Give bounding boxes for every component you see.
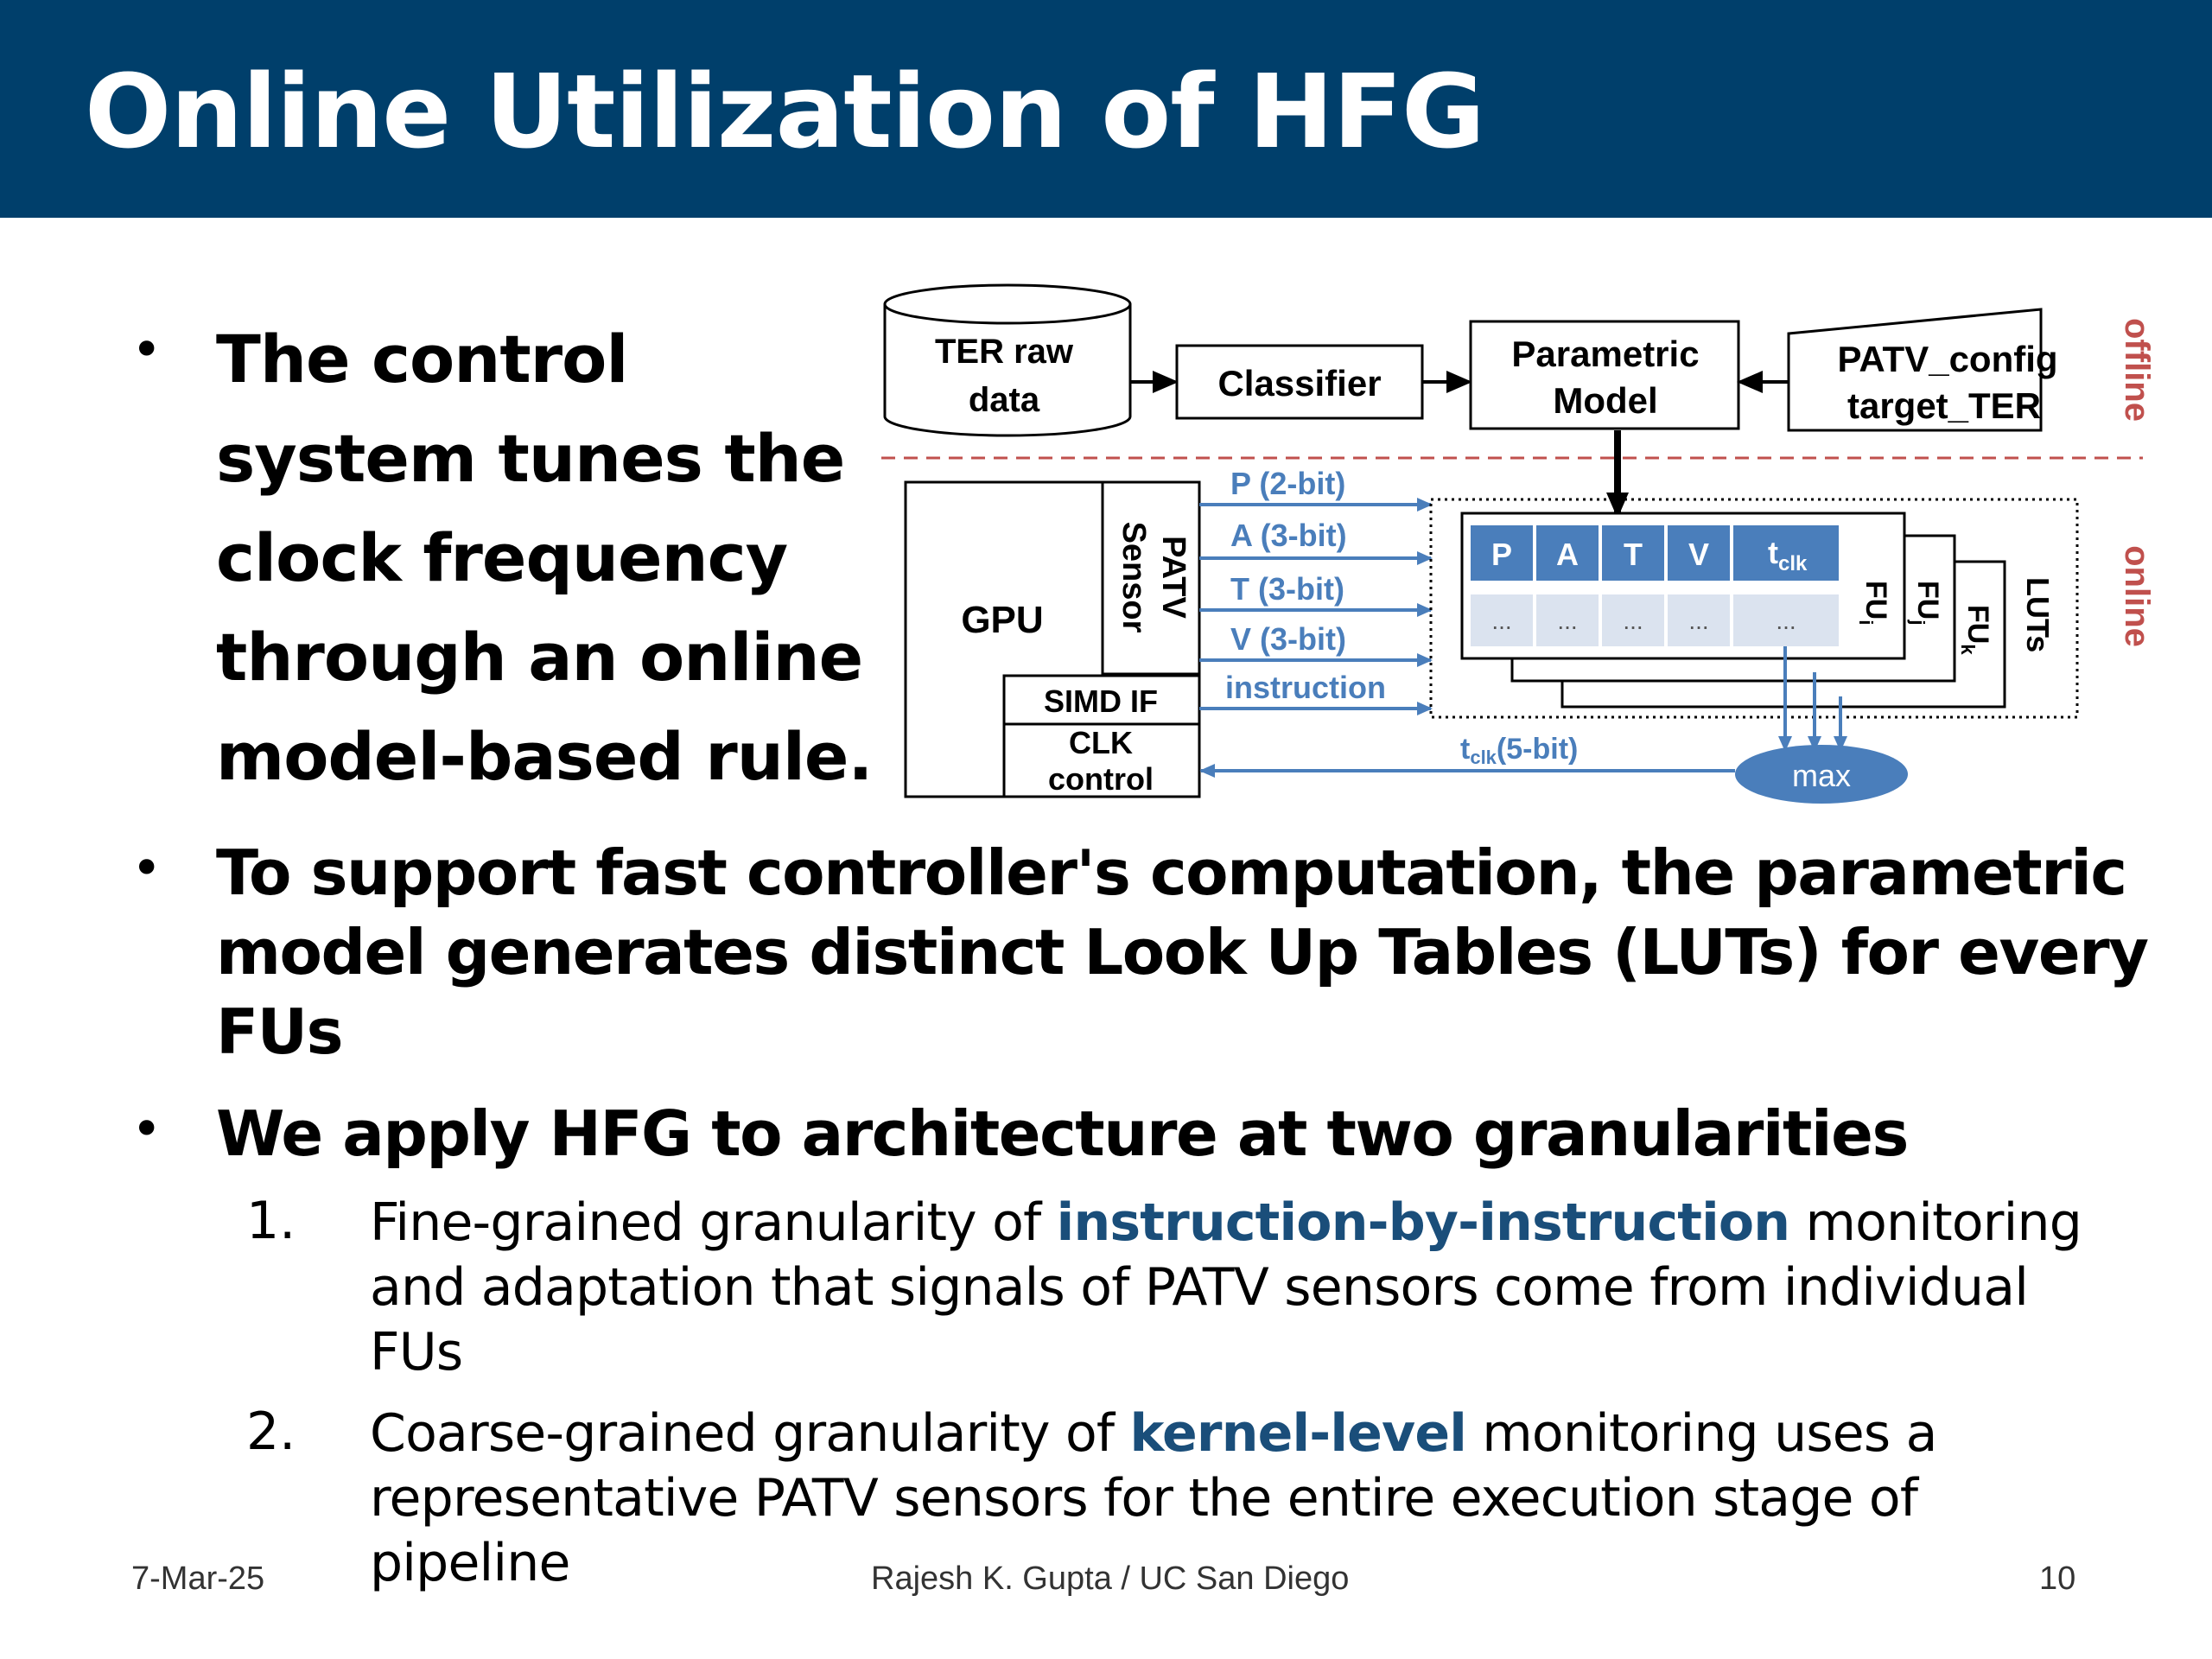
signal-arrows	[1199, 498, 1433, 715]
clk-label-line2: control	[1048, 761, 1154, 797]
classifier-label: Classifier	[1217, 363, 1381, 404]
patv-sensor-box	[1101, 480, 1201, 676]
gpu-label: GPU	[961, 599, 1043, 641]
lut-cell-row	[1471, 594, 1839, 646]
fu-j-label: FUj	[1907, 581, 1944, 625]
ter-label-line2: data	[969, 381, 1040, 419]
subitem-text: Coarse-grained granularity of	[370, 1403, 1130, 1464]
lut-header-row	[1471, 525, 1839, 581]
subitem-highlight: kernel-level	[1129, 1403, 1467, 1464]
signal-label: instruction	[1225, 670, 1386, 705]
bullet-3: We apply HFG to architecture at two gran…	[216, 1097, 1909, 1170]
lut-header-tclk-t: t	[1768, 535, 1778, 570]
subitem-highlight: instruction-by-instruction	[1056, 1192, 1790, 1253]
lut-cell: ...	[1688, 607, 1708, 634]
bullet-2: To support fast controller's computation…	[216, 836, 2149, 1068]
footer-author: Rajesh K. Gupta / UC San Diego	[871, 1560, 1350, 1597]
tclk-feedback-label: tclk(5-bit)	[1460, 733, 1578, 768]
subitem-text: monitoring and adaptation that signals o…	[370, 1192, 2082, 1382]
bullet-1: The control system tunes the clock frequ…	[216, 321, 873, 795]
patv-config-box	[1787, 308, 2043, 432]
config-label-line2: target_TER	[1847, 385, 2041, 426]
signal-label: V (3-bit)	[1230, 621, 1346, 657]
luts-label: LUTs	[2020, 577, 2056, 652]
fu-i-label: FUi	[1855, 581, 1892, 625]
lut-header-t: T	[1624, 537, 1643, 572]
signal-label: T (3-bit)	[1230, 571, 1344, 607]
lut-header-v: V	[1688, 537, 1709, 572]
classifier-box	[1175, 344, 1424, 420]
max-label: max	[1792, 758, 1851, 793]
lut-header-tclk-sub: clk	[1778, 552, 1808, 575]
bullet-dot: •	[131, 838, 162, 899]
offline-label: offline	[2118, 318, 2156, 422]
footer-date: 7-Mar-25	[131, 1560, 265, 1597]
sensor-label-line2: Sensor	[1116, 522, 1152, 633]
sensor-label-line1: PATV	[1155, 536, 1192, 619]
tclk-arrows-to-max	[1778, 646, 1847, 752]
model-label-line1: Parametric	[1511, 334, 1699, 374]
lut-header-tclk: tclk	[1768, 535, 1808, 575]
subitem-text: Fine-grained granularity of	[370, 1192, 1057, 1253]
luts-container	[1429, 498, 2079, 719]
parametric-model-box	[1469, 320, 1740, 430]
bullet-dot: •	[131, 1099, 162, 1160]
ter-raw-data-cylinder: TER raw data	[883, 283, 1132, 437]
fu-k-label: FUk	[1957, 605, 1994, 655]
clk-control-box	[1002, 722, 1201, 798]
lut-header-p: P	[1491, 537, 1512, 572]
subitem-number: 2.	[246, 1402, 296, 1462]
lut-cell: ...	[1491, 607, 1511, 634]
subitem-number: 1.	[246, 1191, 296, 1251]
bullet-dot: •	[131, 320, 162, 380]
subitem-1: Fine-grained granularity of instruction-…	[370, 1191, 2133, 1385]
config-label-line1: PATV_config	[1837, 339, 2057, 379]
subitem-2: Coarse-grained granularity of kernel-lev…	[370, 1402, 2133, 1596]
signal-label: P (2-bit)	[1230, 466, 1345, 501]
simd-label: SIMD IF	[1044, 683, 1158, 719]
title-bar: Online Utilization of HFG	[0, 0, 2212, 218]
signal-label: A (3-bit)	[1230, 518, 1347, 553]
lut-cell: ...	[1557, 607, 1577, 634]
slide-title: Online Utilization of HFG	[85, 52, 1485, 171]
clk-label-line1: CLK	[1069, 725, 1133, 760]
subitem-text: monitoring uses a representative PATV se…	[370, 1403, 1937, 1593]
model-label-line2: Model	[1553, 380, 1657, 421]
lut-cell: ...	[1776, 607, 1796, 634]
lut-header-a: A	[1556, 537, 1579, 572]
max-node	[1735, 745, 1908, 804]
ter-label-line1: TER raw	[935, 333, 1074, 371]
footer-page-number: 10	[2039, 1560, 2076, 1597]
lut-cell: ...	[1623, 607, 1643, 634]
online-label: online	[2118, 545, 2156, 647]
